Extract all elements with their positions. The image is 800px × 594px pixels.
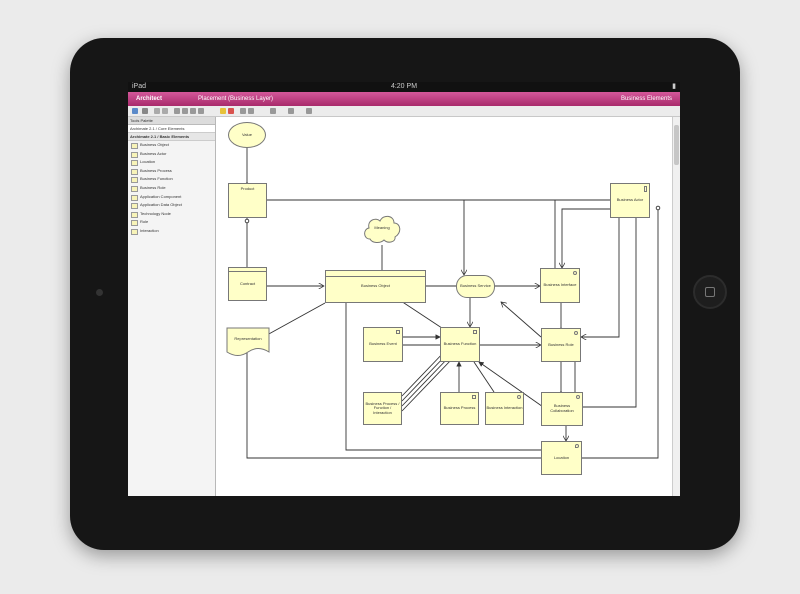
scroll-thumb[interactable] — [674, 125, 679, 165]
object-band — [326, 276, 425, 277]
view-selector[interactable]: Business Elements — [620, 96, 672, 102]
toolbar-delete-icon[interactable] — [198, 108, 204, 114]
clock: 4:20 PM — [390, 83, 418, 90]
vertical-scrollbar[interactable] — [672, 117, 680, 496]
status-bar: iPad 4:20 PM ▮ — [128, 82, 680, 92]
toolbar-export-icon[interactable] — [306, 108, 312, 114]
role-icon — [131, 220, 138, 227]
node-business-actor[interactable]: Business Actor — [610, 183, 650, 218]
palette-item-business-process[interactable]: Business Process — [128, 167, 215, 176]
toolbar-highlight-icon[interactable] — [228, 108, 234, 114]
event-icon — [396, 330, 400, 334]
palette-item-application-data-object[interactable]: Application Data Object — [128, 201, 215, 210]
data-object-icon — [131, 203, 138, 210]
node-value[interactable]: Value — [228, 122, 266, 148]
location-icon — [131, 160, 138, 167]
palette-item-application-component[interactable]: Application Component — [128, 193, 215, 202]
node-contract[interactable]: Contract — [228, 267, 267, 301]
front-camera — [96, 289, 103, 296]
toolbar-color-icon[interactable] — [220, 108, 226, 114]
business-function-icon — [131, 177, 138, 184]
business-process-icon — [131, 168, 138, 175]
document-title: Placement (Business Layer) — [198, 96, 274, 102]
node-business-collaboration[interactable]: Business Collaboration — [541, 392, 583, 426]
toolbar-cut-icon[interactable] — [174, 108, 180, 114]
toolbar-layout-icon[interactable] — [288, 108, 294, 114]
node-meaning[interactable]: Meaning — [374, 224, 390, 230]
battery-icon: ▮ — [672, 83, 676, 90]
node-business-function[interactable]: Business Function — [440, 327, 480, 362]
palette-item-technology-node[interactable]: Technology Node — [128, 210, 215, 219]
toolbar-distribute-icon[interactable] — [248, 108, 254, 114]
node-business-process-info[interactable]: Business Process / Function / Interactio… — [363, 392, 402, 425]
home-square-icon — [705, 287, 715, 297]
app-titlebar: Architect Placement (Business Layer) Bus… — [128, 92, 680, 106]
collaboration-icon — [576, 395, 580, 399]
interaction-icon — [517, 395, 521, 399]
location-pin-icon — [575, 444, 579, 448]
node-business-interaction[interactable]: Business Interaction — [485, 392, 524, 425]
contract-band — [229, 271, 266, 272]
toolbar-undo-icon[interactable] — [154, 108, 160, 114]
node-business-event[interactable]: Business Event — [363, 327, 403, 362]
node-business-object[interactable]: Business Object — [325, 270, 426, 303]
node-business-interface[interactable]: Business Interface — [540, 268, 580, 303]
palette-item-location[interactable]: Location — [128, 158, 215, 167]
actor-icon — [644, 186, 647, 192]
palette-item-business-function[interactable]: Business Function — [128, 175, 215, 184]
business-role-icon — [131, 185, 138, 192]
palette-dropdown[interactable]: Archimate 2.1 / Core Elements — [128, 125, 215, 133]
app-name-button[interactable]: Architect — [136, 96, 163, 102]
node-representation-shape — [226, 327, 270, 356]
toolbar-redo-icon[interactable] — [162, 108, 168, 114]
interaction-icon — [131, 228, 138, 235]
node-business-service[interactable]: Business Service — [456, 275, 495, 298]
toolbar-copy-icon[interactable] — [182, 108, 188, 114]
palette-item-business-actor[interactable]: Business Actor — [128, 150, 215, 159]
node-product[interactable]: Product — [228, 183, 267, 218]
node-icon — [131, 211, 138, 218]
palette-item-interaction[interactable]: Interaction — [128, 227, 215, 236]
node-business-process[interactable]: Business Process — [440, 392, 479, 425]
role-icon — [574, 331, 578, 335]
toolbar-settings-icon[interactable] — [142, 108, 148, 114]
toolbar-select-icon[interactable] — [132, 108, 138, 114]
node-meaning-shape — [364, 215, 401, 243]
toolbar-paste-icon[interactable] — [190, 108, 196, 114]
business-actor-icon — [131, 151, 138, 158]
node-representation[interactable]: Representation — [234, 335, 262, 341]
toolbar — [128, 106, 680, 117]
toolbar-align-icon[interactable] — [240, 108, 246, 114]
palette-header: Tools Palette — [128, 117, 215, 125]
tools-palette: Tools Palette Archimate 2.1 / Core Eleme… — [128, 117, 216, 496]
process-arrow-icon — [472, 395, 476, 399]
palette-item-business-role[interactable]: Business Role — [128, 184, 215, 193]
palette-section-title[interactable]: Archimate 2.1 / Basic Elements — [128, 133, 215, 141]
palette-item-business-object[interactable]: Business Object — [128, 141, 215, 150]
palette-item-role[interactable]: Role — [128, 218, 215, 227]
home-button[interactable] — [693, 275, 727, 309]
application-component-icon — [131, 194, 138, 201]
node-business-role[interactable]: Business Role — [541, 328, 581, 362]
node-location[interactable]: Location — [541, 441, 582, 475]
diagram-canvas[interactable]: Value Product Contract Representation Me… — [216, 117, 672, 496]
screen: iPad 4:20 PM ▮ Architect Placement (Busi… — [128, 82, 680, 496]
relationship-lines — [216, 148, 661, 459]
carrier-label: iPad — [132, 83, 147, 90]
function-icon — [473, 330, 477, 334]
business-object-icon — [131, 143, 138, 149]
interface-icon — [573, 271, 577, 275]
toolbar-zoom-icon[interactable] — [270, 108, 276, 114]
